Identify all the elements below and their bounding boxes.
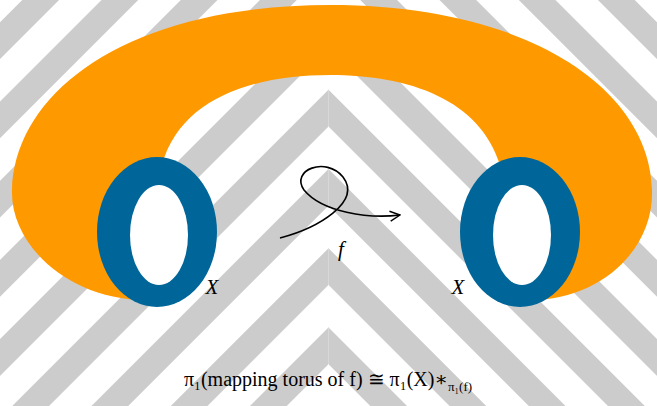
space-label: X	[206, 277, 219, 298]
caption: π₁(mapping torus of f) ≅ π₁(X)∗	[184, 368, 448, 390]
space-label: X	[452, 277, 465, 298]
map-arrow	[280, 167, 400, 238]
right-annulus	[460, 157, 580, 307]
caption-row: π₁(mapping torus of f) ≅ π₁(X)∗π₁(f)	[184, 367, 472, 395]
map-label: f	[338, 239, 344, 260]
subscript: π₁(f)	[448, 379, 472, 394]
left-annulus	[97, 157, 217, 307]
